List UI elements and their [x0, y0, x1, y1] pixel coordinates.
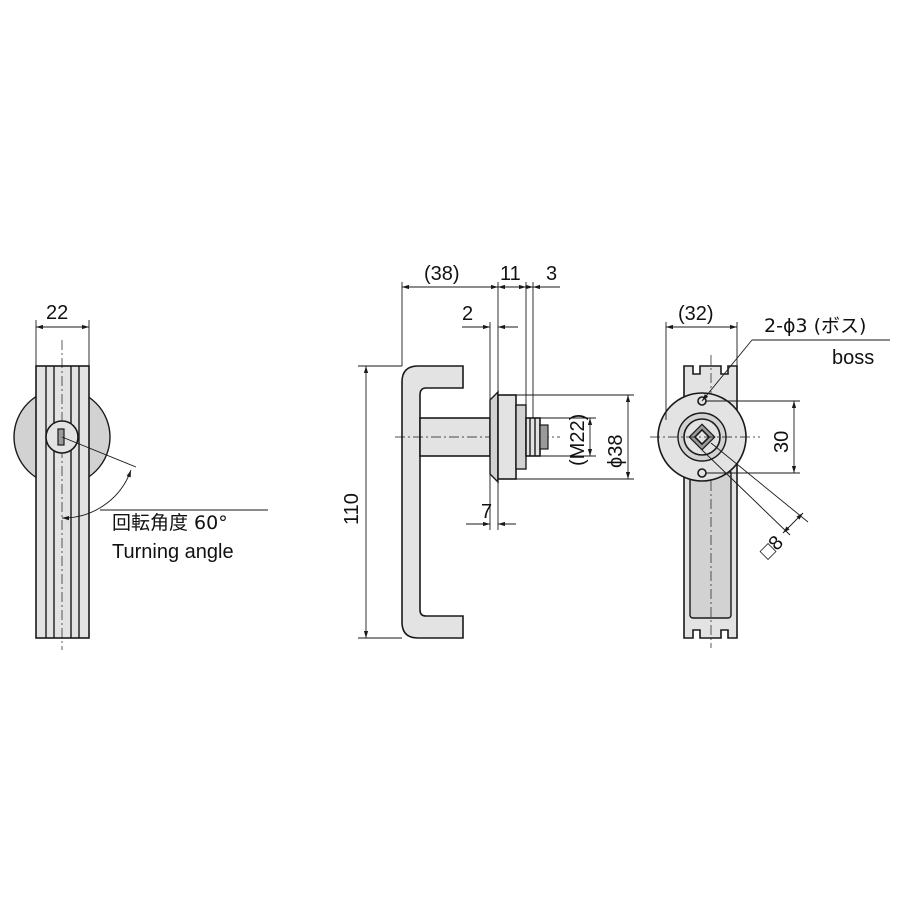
dim-2-label: 2 [462, 303, 473, 325]
dim-22-label: 22 [46, 302, 68, 324]
dim-m22-label: (M22) [567, 414, 589, 466]
key-slot-icon [57, 428, 65, 446]
rear-view: (32) 2-ϕ3 (ボス) boss 30 □8 [650, 303, 890, 648]
dim-30-label: 30 [771, 431, 793, 453]
dim-38-label: (38) [424, 263, 460, 285]
turning-angle-label-en: Turning angle [112, 541, 234, 563]
dim-32-label: (32) [678, 303, 714, 325]
front-body [497, 394, 517, 480]
dim-phi38-label: ϕ38 [605, 435, 627, 468]
dim-11-label: 11 [500, 263, 521, 285]
boss-label: 2-ϕ3 (ボス) [764, 315, 866, 337]
front-view: (38) 11 3 2 7 110 (M22) ϕ38 [341, 263, 634, 639]
front-flange [489, 390, 499, 484]
turning-angle-label-jp: 回転角度 60° [112, 512, 228, 534]
front-nut [515, 404, 527, 470]
front-handle [401, 365, 464, 639]
rear-plate-recess [689, 469, 732, 619]
front-thread [525, 417, 541, 457]
dim-sq8-label: □8 [756, 532, 788, 564]
front-square-end [539, 424, 549, 450]
dim-3-label: 3 [546, 263, 557, 285]
side-handle-bar [35, 365, 90, 639]
side-view: 22 回転角度 60° Turning angle [13, 302, 268, 650]
dim-7-label: 7 [481, 501, 492, 523]
dim-110-label: 110 [341, 493, 363, 525]
boss-bottom [697, 468, 707, 478]
boss-label-en: boss [832, 347, 874, 369]
